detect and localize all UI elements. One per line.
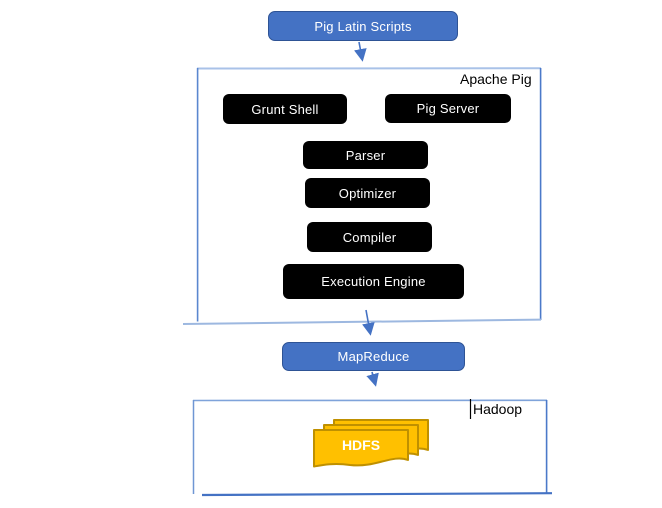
hdfs-multidocument[interactable] <box>313 419 429 468</box>
node-grunt-shell-label: Grunt Shell <box>251 101 319 117</box>
node-pig-server-label: Pig Server <box>416 101 480 116</box>
node-pig-latin-scripts-label: Pig Latin Scripts <box>314 18 412 34</box>
node-mapreduce-label: MapReduce <box>337 349 410 364</box>
node-optimizer-label: Optimizer <box>338 185 397 201</box>
node-parser-label: Parser <box>345 147 386 163</box>
apache-pig-container[interactable] <box>182 67 542 325</box>
node-parser[interactable]: Parser <box>303 141 428 169</box>
hadoop-container[interactable] <box>192 399 553 497</box>
arrow-executionengine-to-mapreduce[interactable] <box>362 309 375 336</box>
hadoop-container-label: Hadoop <box>473 401 523 417</box>
arrow-piglatin-to-apachepig[interactable] <box>354 41 367 62</box>
node-execution-engine[interactable]: Execution Engine <box>283 264 464 299</box>
node-compiler-label: Compiler <box>342 229 397 245</box>
node-pig-server[interactable]: Pig Server <box>385 94 511 123</box>
node-compiler[interactable]: Compiler <box>307 222 432 252</box>
node-grunt-shell[interactable]: Grunt Shell <box>223 94 347 124</box>
hdfs-document-front[interactable] <box>313 429 409 468</box>
node-pig-latin-scripts[interactable]: Pig Latin Scripts <box>268 11 458 41</box>
node-execution-engine-label: Execution Engine <box>321 274 426 289</box>
apache-pig-container-label: Apache Pig <box>460 71 532 87</box>
node-mapreduce[interactable]: MapReduce <box>282 342 465 371</box>
hdfs-label: HDFS <box>341 437 381 453</box>
node-optimizer[interactable]: Optimizer <box>305 178 430 208</box>
arrow-mapreduce-to-hadoop[interactable] <box>366 371 379 387</box>
